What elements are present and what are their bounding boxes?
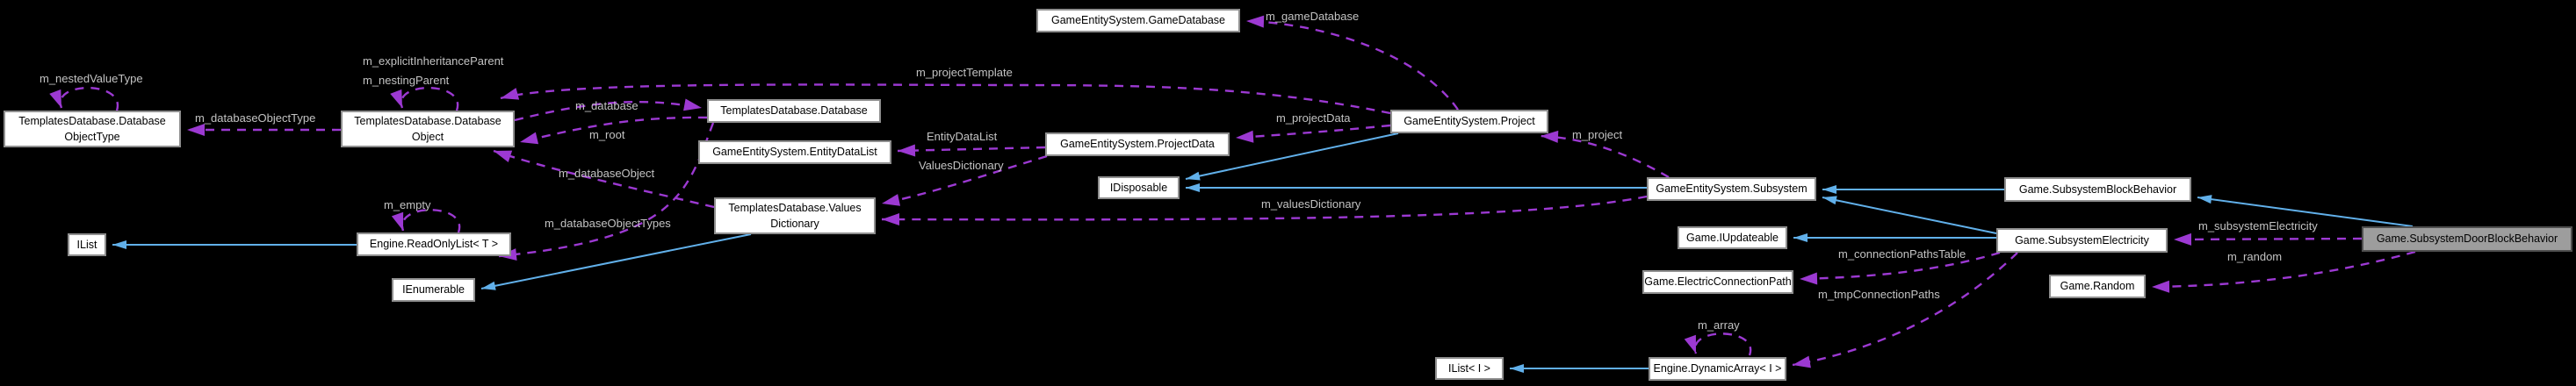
edge-usage-subsystem-electricity-to-electric-connection-path xyxy=(1799,251,2001,285)
edge-usage-project-to-game-database xyxy=(1245,15,1459,111)
edge-usage-values-dictionary-to-database-object xyxy=(493,149,715,209)
edge-label-m_connectionPathsTable: m_connectionPathsTable xyxy=(1838,247,1966,261)
edge-usage-subsystem-door-block-behavior-to-random xyxy=(2151,250,2416,293)
class-node-idisposable[interactable]: IDisposable xyxy=(1098,176,1180,199)
edge-usage-project-data-to-entity-data-list xyxy=(897,144,1046,157)
edge-label-EntityDataList: EntityDataList xyxy=(927,130,998,143)
class-node-game-database[interactable]: GameEntitySystem.GameDatabase xyxy=(1036,9,1240,32)
edge-usage-dynamic-array-to-dynamic-array xyxy=(1684,332,1752,356)
class-node-project[interactable]: GameEntitySystem.Project xyxy=(1390,110,1548,133)
edge-usage-project-to-project-data xyxy=(1235,124,1391,143)
class-node-entity-data-list[interactable]: GameEntitySystem.EntityDataList xyxy=(698,140,891,164)
class-node-electric-connection-path[interactable]: Game.ElectricConnectionPath xyxy=(1642,270,1793,294)
edge-label-m_project: m_project xyxy=(1572,128,1623,141)
edge-label-m_databaseObjectTypes: m_databaseObjectTypes xyxy=(545,217,671,230)
class-node-project-data[interactable]: GameEntitySystem.ProjectData xyxy=(1045,132,1230,156)
edge-label-m_projectTemplate: m_projectTemplate xyxy=(916,66,1013,79)
edge-usage-subsystem-to-project xyxy=(1540,130,1670,179)
edge-inheritance-subsystem-electricity-to-subsystem xyxy=(1822,196,1997,234)
edge-usage-subsystem-electricity-to-dynamic-array xyxy=(1792,252,2018,368)
edge-label-m_valuesDictionary: m_valuesDictionary xyxy=(1261,197,1361,211)
edge-usage-database-object-to-database-object xyxy=(390,86,459,111)
class-node-database[interactable]: TemplatesDatabase.Database xyxy=(707,99,881,123)
class-node-database-object-type[interactable]: TemplatesDatabase.Database ObjectType xyxy=(4,111,181,147)
edge-label-m_subsystemElectricity: m_subsystemElectricity xyxy=(2198,219,2318,232)
edge-label-m_explicitInheritanceParent: m_explicitInheritanceParent xyxy=(363,54,504,68)
edge-label-m_projectData: m_projectData xyxy=(1276,111,1351,125)
edge-usage-project-to-database-object xyxy=(500,83,1391,115)
edge-usage-project-data-to-values-dictionary xyxy=(881,154,1048,206)
class-node-ienumerable[interactable]: IEnumerable xyxy=(392,278,475,302)
edge-usage-database-object-type-to-database-object-type xyxy=(49,86,119,111)
class-node-dynamic-array[interactable]: Engine.DynamicArray< I > xyxy=(1649,357,1786,381)
class-node-subsystem-electricity[interactable]: Game.SubsystemElectricity xyxy=(1996,228,2168,253)
edge-label-m_gameDatabase: m_gameDatabase xyxy=(1266,10,1360,23)
class-node-subsystem-door-block-behavior: Game.SubsystemDoorBlockBehavior xyxy=(2362,226,2572,252)
edge-label-m_nestingParent: m_nestingParent xyxy=(363,74,450,87)
class-node-database-object[interactable]: TemplatesDatabase.Database Object xyxy=(341,111,515,147)
edge-label-m_empty: m_empty xyxy=(384,198,431,211)
class-node-subsystem[interactable]: GameEntitySystem.Subsystem xyxy=(1647,177,1816,201)
class-node-ilist[interactable]: IList xyxy=(68,233,106,256)
edge-inheritance-project-to-idisposable xyxy=(1185,132,1399,181)
edge-usage-read-only-list-to-read-only-list xyxy=(391,209,461,233)
class-node-random[interactable]: Game.Random xyxy=(2049,275,2146,298)
edge-label-m_database: m_database xyxy=(575,99,639,112)
edge-label-m_nestedValueType: m_nestedValueType xyxy=(40,72,143,85)
edge-label-ValuesDictionary: ValuesDictionary xyxy=(919,159,1004,172)
edge-label-m_random: m_random xyxy=(2227,250,2283,263)
edge-label-m_array: m_array xyxy=(1698,318,1740,332)
edge-usage-database-to-database-object xyxy=(519,116,708,145)
class-node-read-only-list[interactable]: Engine.ReadOnlyList< T > xyxy=(357,232,511,256)
class-node-subsystem-block-behavior[interactable]: Game.SubsystemBlockBehavior xyxy=(2004,177,2191,202)
class-node-values-dictionary[interactable]: TemplatesDatabase.Values Dictionary xyxy=(714,197,876,234)
edge-label-m_root: m_root xyxy=(589,128,625,141)
edge-usage-database-object-to-database xyxy=(514,98,703,122)
edge-inheritance-subsystem-door-block-behavior-to-subsystem-block-behavior xyxy=(2197,195,2414,227)
edge-usage-subsystem-to-values-dictionary xyxy=(881,195,1648,226)
edge-usage-database-to-read-only-list xyxy=(498,122,715,261)
class-node-ilist-i[interactable]: IList< I > xyxy=(1435,357,1504,380)
edge-label-m_databaseObjectType: m_databaseObjectType xyxy=(195,111,316,125)
class-node-iupdateable[interactable]: Game.IUpdateable xyxy=(1678,226,1787,249)
edge-inheritance-values-dictionary-to-ienumerable xyxy=(480,233,752,290)
edge-label-m_tmpConnectionPaths: m_tmpConnectionPaths xyxy=(1818,288,1940,301)
edge-label-m_databaseObject: m_databaseObject xyxy=(559,167,655,180)
